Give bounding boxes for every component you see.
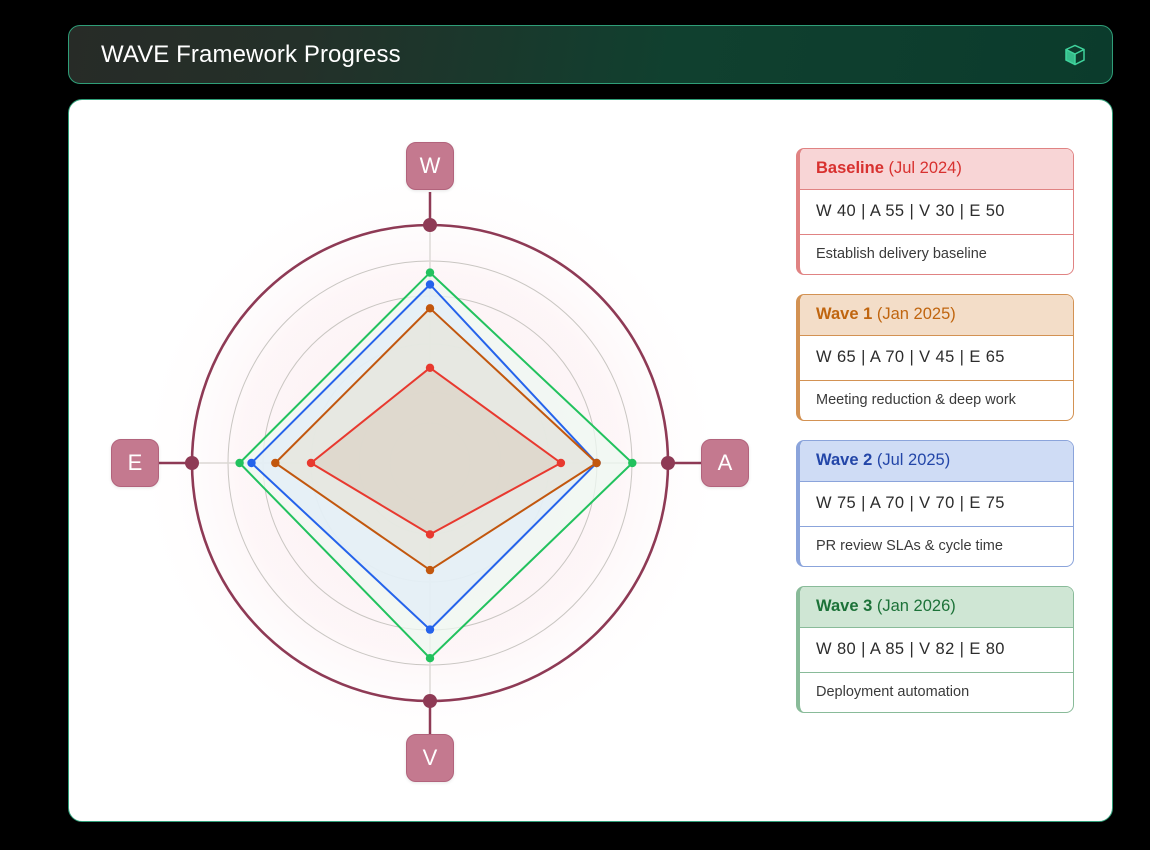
point-baseline-a — [556, 458, 566, 468]
legend-card-wave-2-note: PR review SLAs & cycle time — [816, 538, 1003, 554]
legend-card-wave-1-note: Meeting reduction & deep work — [816, 392, 1016, 408]
point-wave-3-e — [235, 458, 244, 468]
point-wave-1-a — [592, 458, 601, 468]
point-wave-1-e — [271, 458, 280, 468]
point-wave-2-w — [425, 280, 435, 289]
series-points-wave-1 — [271, 304, 601, 575]
legend-card-wave-1-period: (Jan 2025) — [876, 305, 956, 323]
legend-card-wave-3[interactable]: Wave 3 (Jan 2026) W 80 | A 85 | V 82 | E… — [796, 586, 1074, 713]
axis-badge-e[interactable]: E — [111, 439, 159, 487]
axis-badge-v[interactable]: V — [406, 734, 454, 782]
series-points-wave-3 — [235, 268, 637, 663]
axis-badge-v-label: V — [422, 745, 438, 770]
axis-badge-a-label: A — [717, 450, 733, 475]
legend-card-wave-3-scores: W 80 | A 85 | V 82 | E 80 — [800, 628, 1073, 673]
point-baseline-v — [425, 530, 435, 539]
outer-dot-a — [661, 456, 675, 470]
legend-card-wave-1-scores: W 65 | A 70 | V 45 | E 65 — [800, 336, 1073, 381]
axis-badge-w[interactable]: W — [406, 142, 454, 190]
outer-dot-w — [423, 218, 437, 232]
cube-icon[interactable] — [1060, 40, 1090, 70]
legend-card-wave-3-period: (Jan 2026) — [876, 597, 956, 615]
point-baseline-e — [306, 458, 316, 468]
legend-card-wave-1[interactable]: Wave 1 (Jan 2025) W 65 | A 70 | V 45 | E… — [796, 294, 1074, 421]
legend-card-baseline-header: Baseline (Jul 2024) — [800, 149, 1073, 190]
axis-badge-e-label: E — [127, 450, 143, 475]
axis-badge-w-label: W — [419, 153, 441, 178]
point-wave-2-e — [247, 458, 256, 468]
legend-card-wave-2[interactable]: Wave 2 (Jul 2025) W 75 | A 70 | V 70 | E… — [796, 440, 1074, 567]
legend-card-wave-2-period: (Jul 2025) — [876, 451, 951, 469]
point-wave-2-v — [425, 625, 435, 634]
legend-card-wave-2-scores: W 75 | A 70 | V 70 | E 75 — [800, 482, 1073, 527]
page-title: WAVE Framework Progress — [101, 40, 401, 68]
app-header: WAVE Framework Progress — [68, 25, 1113, 84]
legend-card-wave-1-header: Wave 1 (Jan 2025) — [800, 295, 1073, 336]
point-baseline-w — [425, 363, 435, 372]
outer-ring-dots — [185, 218, 675, 708]
series-points-baseline — [306, 363, 566, 539]
axis-badge-a[interactable]: A — [701, 439, 749, 487]
content-panel: W A V E Baseline (Jul 2024) W 40 | A 55 … — [68, 99, 1113, 822]
point-wave-1-v — [425, 565, 435, 575]
legend-panel: Baseline (Jul 2024) W 40 | A 55 | V 30 |… — [796, 148, 1074, 713]
outer-dot-e — [185, 456, 199, 470]
legend-card-wave-3-note: Deployment automation — [816, 684, 970, 700]
legend-card-wave-1-phase: Wave 1 — [816, 305, 873, 323]
legend-card-wave-3-header: Wave 3 (Jan 2026) — [800, 587, 1073, 628]
legend-card-wave-2-phase: Wave 2 — [816, 451, 873, 469]
point-wave-3-v — [425, 654, 435, 663]
legend-card-baseline-phase: Baseline — [816, 159, 884, 177]
point-wave-3-a — [628, 458, 637, 468]
legend-card-wave-3-phase: Wave 3 — [816, 597, 873, 615]
legend-card-baseline[interactable]: Baseline (Jul 2024) W 40 | A 55 | V 30 |… — [796, 148, 1074, 275]
legend-card-baseline-scores: W 40 | A 55 | V 30 | E 50 — [800, 190, 1073, 235]
legend-card-wave-2-header: Wave 2 (Jul 2025) — [800, 441, 1073, 482]
point-wave-1-w — [425, 304, 435, 313]
outer-dot-v — [423, 694, 437, 708]
radar-chart: W A V E — [69, 100, 789, 821]
series-baseline — [306, 363, 566, 539]
radar-chart-svg — [130, 163, 730, 763]
legend-card-baseline-period: (Jul 2024) — [888, 159, 962, 177]
point-wave-3-w — [425, 268, 435, 277]
legend-card-baseline-note: Establish delivery baseline — [816, 246, 987, 262]
